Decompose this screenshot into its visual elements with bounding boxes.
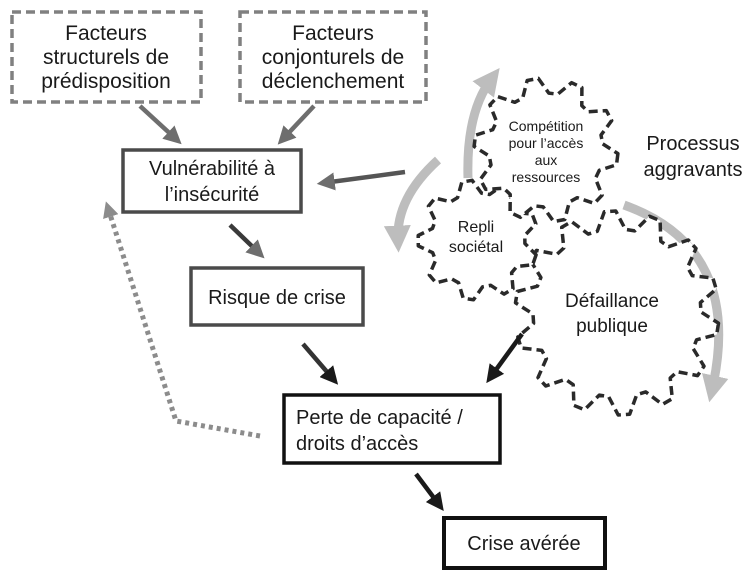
arrow-risk-to-capacity-loss [301,342,339,385]
feedback-dotted-arrow [103,201,261,439]
crisis-risk-box [189,266,365,327]
gear-competition-icon [472,76,620,224]
curved-arrow-left [383,156,442,253]
structural-factors-line-2: structurels de [43,46,169,69]
curved-arrow-top [463,67,500,179]
vulnerability-line-2: l’insécurité [165,184,259,206]
gear-defaillance-publique-icon [513,209,721,417]
structural-factors-box [10,10,203,104]
arrow-defaillance-to-capacity-loss [486,332,524,384]
vulnerability-line-1: Vulnérabilité à [149,158,276,180]
gear-repli-line-1: Repli [458,219,494,236]
conjunctural-factors-line-1: Facteurs [292,22,374,45]
structural-factors-line-3: prédisposition [41,70,171,93]
conjunctural-factors-line-2: conjonturels de [262,46,404,69]
arrow-capacity-loss-to-crisis [414,472,444,512]
processes-label-line-1: Processus [646,133,739,155]
gear-defaillance-line-2: publique [576,316,648,337]
processes-label-line-2: aggravants [644,159,743,181]
capacity-loss-line-2: droits d’accès [296,433,418,455]
conjunctural-factors-line-3: déclenchement [262,70,405,93]
crisis-risk-label: Risque de crise [208,287,346,309]
crisis-box [442,516,607,570]
gear-competition-line-1: Compétition [509,118,584,134]
crisis-label: Crise avérée [467,533,580,555]
gear-competition-line-4: ressources [512,169,580,185]
arrow-structural-to-vulnerability [138,104,182,145]
capacity-loss-box [282,393,502,465]
capacity-loss-line-1: Perte de capacité / [296,407,463,429]
arrow-conjunctural-to-vulnerability [277,104,316,145]
arrow-gears-to-vulnerability [316,169,406,191]
gear-repli-line-2: sociétal [449,239,503,256]
vulnerability-box [121,148,303,214]
gear-competition-line-2: pour l’accès [509,135,584,151]
gear-defaillance-line-1: Défaillance [565,291,659,312]
conjunctural-factors-box [238,10,428,104]
arrow-vulnerability-to-risk [228,223,265,259]
gear-competition-line-3: aux [535,152,558,168]
structural-factors-line-1: Facteurs [65,22,147,45]
